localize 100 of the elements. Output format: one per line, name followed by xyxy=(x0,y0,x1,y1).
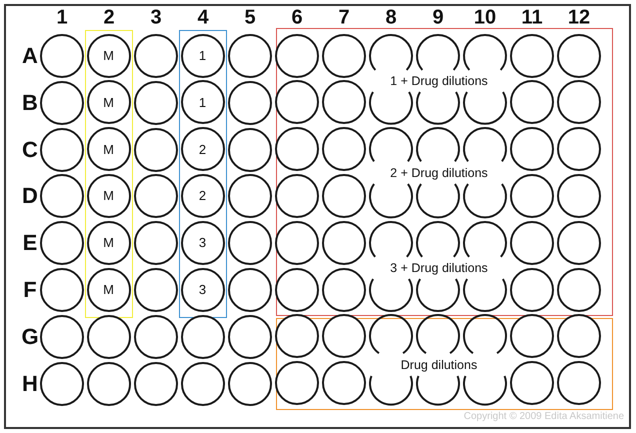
empty-well xyxy=(416,376,460,406)
empty-well xyxy=(416,92,460,124)
empty-well xyxy=(368,376,412,406)
empty-well xyxy=(274,361,318,406)
empty-well xyxy=(510,174,554,218)
empty-well xyxy=(416,127,460,162)
empty-well xyxy=(368,127,412,162)
column-number: 11 xyxy=(521,6,543,30)
empty-well xyxy=(181,314,225,359)
empty-well xyxy=(134,314,178,359)
labeled-well: 2 xyxy=(180,174,224,218)
empty-well xyxy=(274,314,318,358)
row-letter: B xyxy=(22,90,38,116)
labeled-well: M xyxy=(86,127,130,172)
column-number: 8 xyxy=(385,6,397,30)
empty-well xyxy=(556,34,600,78)
empty-well xyxy=(416,278,460,312)
empty-well xyxy=(322,174,366,218)
labeled-well: M xyxy=(86,220,130,265)
labeled-well: M xyxy=(86,34,130,78)
empty-well xyxy=(322,268,366,312)
empty-well xyxy=(556,127,600,172)
empty-well xyxy=(228,34,272,78)
empty-well xyxy=(510,34,554,78)
labeled-well: 3 xyxy=(180,220,224,265)
empty-well xyxy=(368,278,412,312)
empty-well xyxy=(40,268,84,312)
empty-well xyxy=(510,361,554,406)
row-letter: G xyxy=(21,324,39,350)
empty-well xyxy=(228,80,272,125)
empty-well xyxy=(274,268,318,312)
empty-well xyxy=(134,128,178,172)
empty-well xyxy=(228,362,272,406)
empty-well xyxy=(462,376,506,406)
empty-well xyxy=(416,34,460,70)
empty-well xyxy=(228,314,272,359)
empty-well xyxy=(228,268,272,312)
column-number: 4 xyxy=(197,6,209,30)
empty-well xyxy=(228,174,272,218)
column-number: 12 xyxy=(568,6,590,30)
empty-well xyxy=(510,80,554,124)
empty-well xyxy=(368,92,412,124)
empty-well xyxy=(87,362,131,406)
empty-well xyxy=(134,268,178,312)
column-number: 3 xyxy=(150,6,162,30)
empty-well xyxy=(181,362,225,406)
empty-well xyxy=(556,80,600,124)
empty-well xyxy=(462,278,506,312)
labeled-well: M xyxy=(86,174,130,218)
labeled-well: M xyxy=(86,268,130,312)
empty-well xyxy=(416,220,460,256)
empty-well xyxy=(87,314,131,359)
highlight-frame xyxy=(179,30,227,318)
row-letter: C xyxy=(22,136,38,163)
column-number: 6 xyxy=(291,6,303,30)
empty-well xyxy=(322,220,366,265)
highlight-frame xyxy=(85,30,133,318)
empty-well xyxy=(510,268,554,312)
empty-well xyxy=(40,128,84,172)
column-number: 9 xyxy=(432,6,444,30)
empty-well xyxy=(556,361,600,406)
empty-well xyxy=(274,80,318,124)
row-letter: D xyxy=(22,183,38,210)
empty-well xyxy=(368,220,412,256)
column-number: 10 xyxy=(474,6,496,30)
empty-well xyxy=(556,174,600,218)
empty-well xyxy=(462,34,506,70)
empty-well xyxy=(134,80,178,125)
row-letter: H xyxy=(22,370,38,397)
empty-well xyxy=(368,314,412,354)
group-frame xyxy=(276,28,613,316)
empty-well xyxy=(134,174,178,218)
row-letter: E xyxy=(22,230,38,256)
empty-well xyxy=(462,314,506,354)
column-number: 2 xyxy=(103,6,115,30)
labeled-well: 3 xyxy=(180,268,224,312)
empty-well xyxy=(274,127,318,172)
column-number: 5 xyxy=(244,6,256,30)
empty-well xyxy=(40,314,84,359)
empty-well xyxy=(40,221,84,266)
labeled-well: M xyxy=(86,80,130,124)
empty-well xyxy=(462,127,506,162)
empty-well xyxy=(556,268,600,312)
empty-well xyxy=(322,34,366,78)
empty-well xyxy=(274,220,318,265)
empty-well xyxy=(510,220,554,265)
empty-well xyxy=(556,220,600,265)
column-number: 1 xyxy=(56,6,68,30)
empty-well xyxy=(228,221,272,266)
empty-well xyxy=(462,184,506,218)
empty-well xyxy=(416,314,460,354)
labeled-well: 1 xyxy=(180,80,224,124)
empty-well xyxy=(134,362,178,406)
empty-well xyxy=(556,314,600,358)
empty-well xyxy=(40,174,84,218)
empty-well xyxy=(40,34,84,78)
labeled-well: 1 xyxy=(180,34,224,78)
empty-well xyxy=(462,220,506,256)
empty-well xyxy=(322,361,366,406)
column-number: 7 xyxy=(338,6,350,30)
